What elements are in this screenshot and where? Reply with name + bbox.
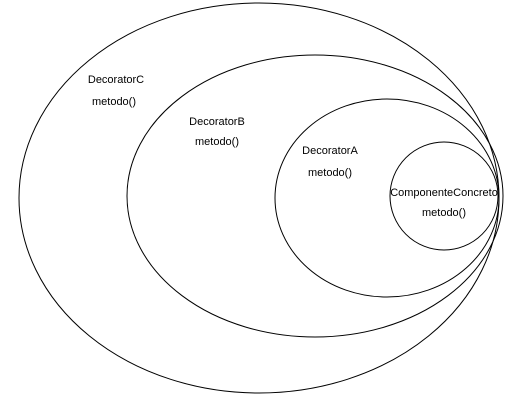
decorator-c-name: DecoratorC: [88, 74, 144, 86]
decorator-b-method: metodo(): [195, 136, 239, 148]
decorator-a-method: metodo(): [308, 167, 352, 179]
decorator-c-method: metodo(): [92, 96, 136, 108]
decorator-b-name: DecoratorB: [189, 116, 245, 128]
decorator-a-layer: DecoratorA metodo(): [274, 98, 500, 298]
componente-concreto-ellipse: [389, 141, 499, 251]
componente-concreto-method: metodo(): [422, 207, 466, 219]
componente-concreto-layer: ComponenteConcreto metodo(): [389, 141, 499, 251]
decorator-b-ellipse: [126, 54, 504, 338]
decorator-a-name: DecoratorA: [302, 145, 358, 157]
decorator-b-layer: DecoratorB metodo(): [126, 54, 504, 338]
decorator-a-ellipse: [274, 98, 500, 298]
componente-concreto-name: ComponenteConcreto: [390, 187, 498, 199]
